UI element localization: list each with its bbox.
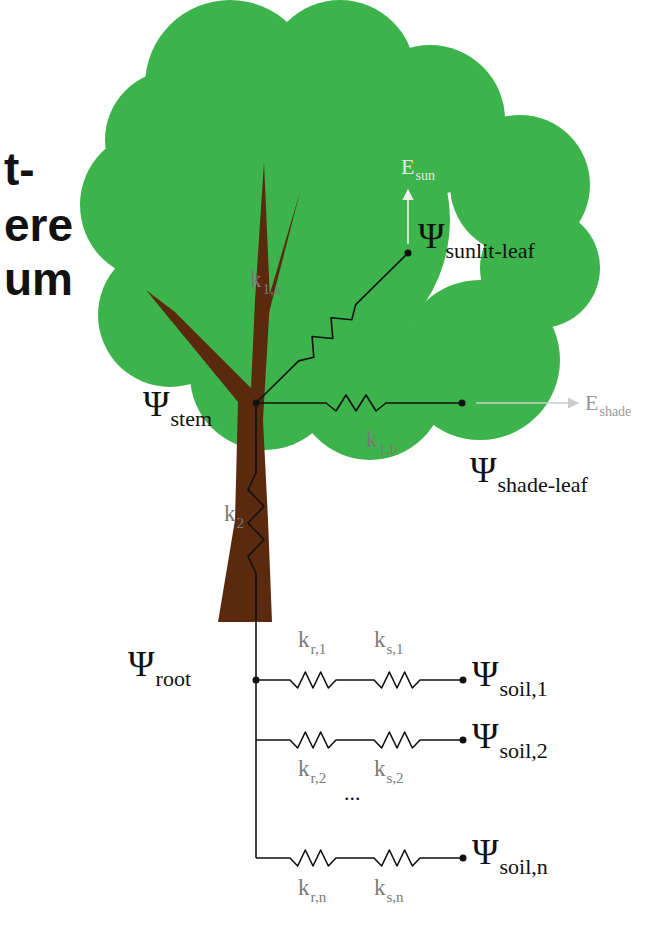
subscript: sun — [415, 168, 434, 183]
conductance-label: k — [374, 875, 386, 900]
flux-label-group: Eshade — [585, 392, 631, 414]
flux-label: E — [585, 390, 598, 415]
flux-label-group: Esun — [401, 156, 435, 178]
resistor-wire — [256, 253, 408, 403]
conductance-label: k — [250, 267, 262, 292]
subscript: soil,2 — [500, 738, 548, 763]
subscript: root — [156, 666, 191, 691]
conductance-label-group: kr,n — [298, 876, 326, 899]
potential-label-group: Ψsunlit-leaf — [418, 218, 535, 254]
subscript: r,2 — [311, 770, 327, 786]
heading-fragment: t- — [4, 143, 35, 195]
potential-label-group: Ψsoil,2 — [472, 718, 548, 754]
resistor-wire — [255, 680, 257, 858]
conductance-label-group: kr,1 — [298, 628, 326, 651]
subscript: soil,n — [500, 854, 548, 879]
canopy-lobe — [105, 70, 245, 210]
subscript: r,1 — [311, 641, 327, 657]
potential-label: Ψ — [472, 832, 499, 872]
conductance-label-group: ks,2 — [374, 757, 404, 780]
subscript: shade-leaf — [498, 472, 588, 497]
junction-dot — [253, 400, 260, 407]
potential-label-group: Ψstem — [143, 386, 212, 422]
canopy — [80, 0, 600, 460]
subscript: shade — [599, 404, 631, 419]
junction-dot — [460, 737, 467, 744]
junction-dot — [460, 855, 467, 862]
subscript: r,n — [311, 889, 327, 905]
ellipsis: ... — [344, 780, 361, 805]
subscript: 1,b — [379, 441, 398, 457]
heading-fragment: um — [4, 253, 73, 305]
resistor-wire — [256, 395, 462, 411]
subscript: s,2 — [387, 770, 404, 786]
subscript: soil,1 — [500, 676, 548, 701]
conductance-label: k — [298, 627, 310, 652]
conductance-label: k — [366, 427, 378, 452]
conductance-label-group: kr,2 — [298, 757, 326, 780]
heading-fragment: ere — [4, 199, 73, 251]
junction-dot — [459, 400, 466, 407]
ellipsis-group: ... — [344, 782, 361, 804]
subscript: 1,a — [263, 281, 281, 297]
conductance-label-group: k1,b — [366, 428, 397, 451]
resistor-wire — [256, 732, 463, 748]
potential-label: Ψ — [472, 716, 499, 756]
junction-dot — [253, 677, 260, 684]
potential-label: Ψ — [128, 644, 155, 684]
potential-label: Ψ — [418, 216, 445, 256]
potential-label-group: Ψsoil,1 — [472, 656, 548, 692]
heading-fragment-group: t- — [4, 146, 35, 192]
subscript: s,n — [387, 889, 404, 905]
potential-label: Ψ — [143, 384, 170, 424]
subscript: 2 — [237, 515, 245, 531]
conductance-label-group: k2 — [224, 502, 244, 525]
potential-label-group: Ψshade-leaf — [470, 452, 588, 488]
heading-fragment-group: um — [4, 256, 73, 302]
potential-label-group: Ψsoil,n — [472, 834, 548, 870]
conductance-label: k — [224, 501, 236, 526]
heading-fragment-group: ere — [4, 202, 73, 248]
junction-dot — [405, 250, 412, 257]
resistor-wire — [256, 850, 463, 866]
branch — [262, 192, 300, 340]
flux-label: E — [401, 154, 414, 179]
potential-label: Ψ — [472, 654, 499, 694]
conductance-label-group: k1,a — [250, 268, 280, 291]
junction-dot — [460, 677, 467, 684]
potential-label-group: Ψroot — [128, 646, 191, 682]
conductance-label: k — [298, 756, 310, 781]
subscript: stem — [171, 406, 213, 431]
conductance-label-group: ks,n — [374, 876, 404, 899]
resistor-wire — [256, 672, 463, 688]
conductance-label-group: ks,1 — [374, 628, 404, 651]
conductance-label: k — [298, 875, 310, 900]
circuit — [248, 250, 467, 867]
subscript: sunlit-leaf — [446, 238, 535, 263]
conductance-label: k — [374, 627, 386, 652]
subscript: s,1 — [387, 641, 404, 657]
flux-arrow — [476, 402, 578, 404]
resistor-wire — [248, 403, 264, 680]
flux-arrow — [407, 190, 409, 244]
conductance-label: k — [374, 756, 386, 781]
potential-label: Ψ — [470, 450, 497, 490]
